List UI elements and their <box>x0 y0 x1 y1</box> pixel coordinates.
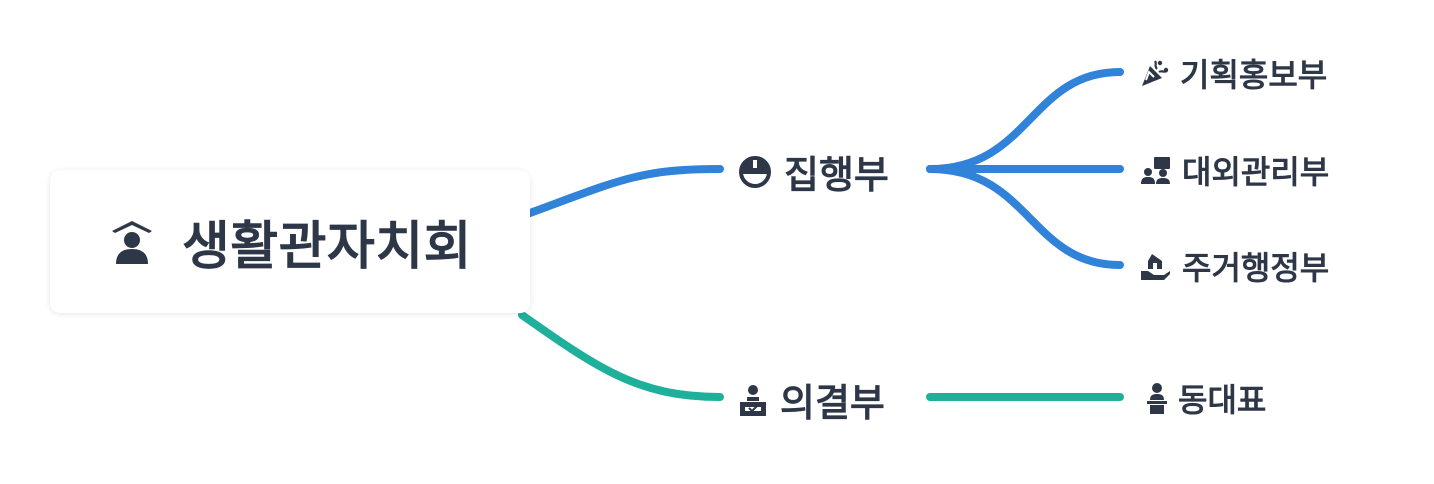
leaf-planning[interactable]: 기획홍보부 <box>1140 50 1327 96</box>
leaf-external-label: 대외관리부 <box>1182 153 1330 191</box>
leaf-external[interactable]: 대외관리부 <box>1140 147 1329 193</box>
leaf-housing-label: 주거행정부 <box>1182 249 1330 287</box>
student-icon <box>111 220 152 264</box>
party-popper-icon <box>1142 60 1169 86</box>
voting-box-icon <box>740 384 766 416</box>
connector-root-legislative <box>518 311 724 401</box>
branch-executive-label: 집행부 <box>784 153 889 197</box>
branch-executive[interactable]: 집행부 <box>738 144 889 199</box>
connector-executive-housing <box>926 165 1124 269</box>
hand-holding-home-icon <box>1141 254 1170 280</box>
connector-root-executive <box>526 165 724 217</box>
root-node[interactable]: 생활관자치회 <box>50 170 530 313</box>
hard-hat-icon <box>739 155 771 188</box>
root-label: 생활관자치회 <box>181 217 473 277</box>
branch-legislative-label: 의결부 <box>780 381 885 425</box>
person-podium-icon <box>1147 383 1167 414</box>
people-group-icon <box>1141 157 1170 184</box>
branch-legislative[interactable]: 의결부 <box>738 372 885 427</box>
leaf-dorm-rep-label: 동대표 <box>1178 381 1267 419</box>
leaf-planning-label: 기획홍보부 <box>1180 56 1328 94</box>
leaf-housing[interactable]: 주거행정부 <box>1140 243 1329 289</box>
leaf-dorm-rep[interactable]: 동대표 <box>1146 375 1266 421</box>
connector-executive-planning <box>926 68 1124 173</box>
